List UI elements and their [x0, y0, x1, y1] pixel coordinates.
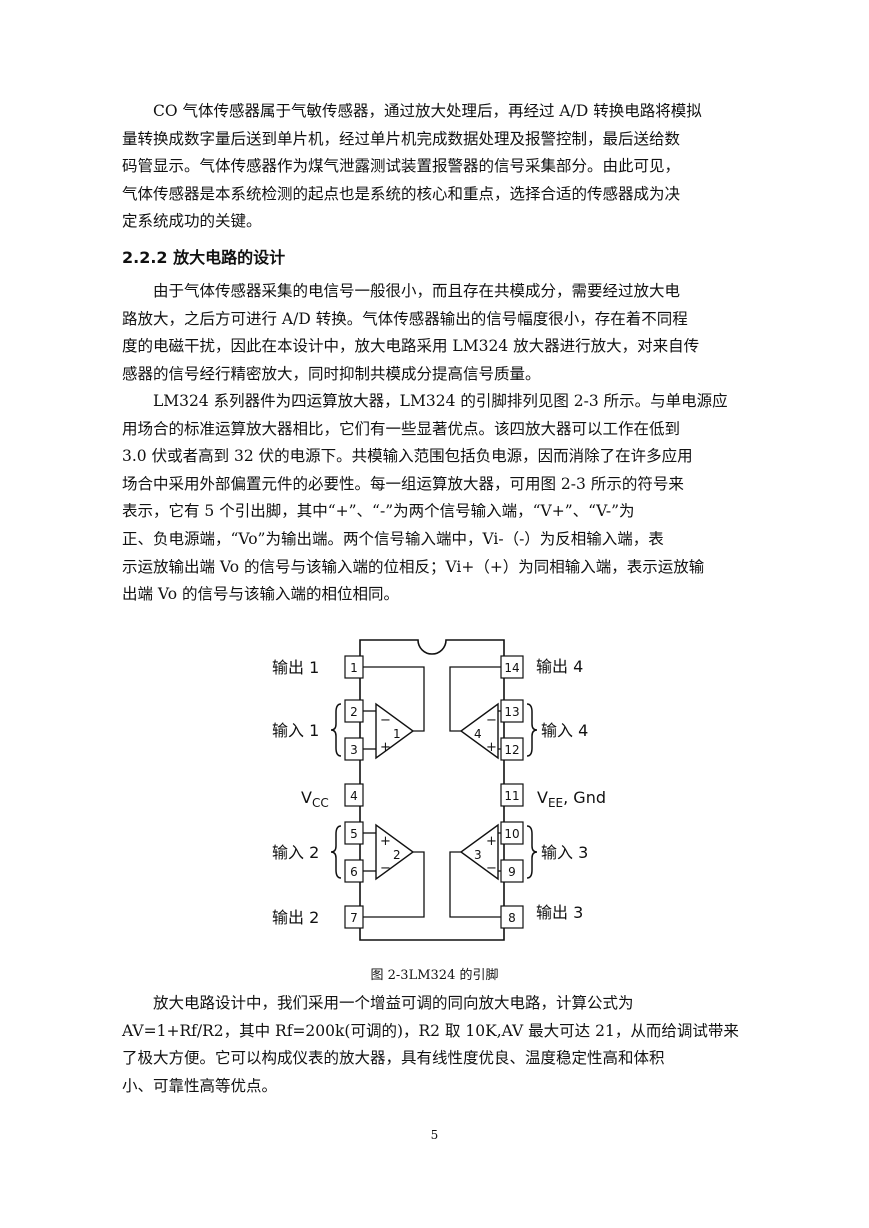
- paragraph-intro: CO 气体传感器属于气敏传感器，通过放大处理后，再经过 A/D 转换电路将模拟 …: [122, 98, 752, 236]
- left-brace-input-2: [330, 825, 342, 879]
- minus-sign: −: [380, 861, 391, 876]
- minus-sign: −: [486, 713, 497, 728]
- plus-sign: +: [380, 834, 391, 849]
- pin-number: 4: [350, 789, 358, 803]
- paragraph-gain-formula: 放大电路设计中，我们采用一个增益可调的同向放大电路，计算公式为 AV=1+Rf/…: [122, 990, 752, 1100]
- label-vee-gnd: VEE, Gnd: [537, 788, 606, 810]
- op-amp-1: [375, 702, 415, 760]
- plus-sign: +: [380, 740, 391, 755]
- pin-number: 12: [504, 743, 519, 757]
- pin-number: 8: [508, 911, 516, 925]
- text-line: 表示，它有 5 个引出脚，其中“+”、“-”为两个信号输入端，“V+”、“V-”…: [122, 502, 635, 521]
- label-vcc: VCC: [301, 788, 329, 810]
- text-line: 出端 Vo 的信号与该输入端的相位相同。: [122, 585, 399, 604]
- op-amp-3: [459, 823, 499, 881]
- text-line: 小、可靠性高等优点。: [122, 1076, 278, 1095]
- left-brace-input-1: [330, 703, 342, 757]
- figure-caption: 图 2-3LM324 的引脚: [370, 968, 499, 983]
- ic-body: [359, 639, 505, 941]
- minus-sign: −: [486, 861, 497, 876]
- pin-number: 13: [504, 705, 519, 719]
- left-pins: [344, 655, 364, 929]
- right-brace-input-4: [526, 703, 538, 757]
- paragraph-amplifier-design: 由于气体传感器采集的电信号一般很小，而且存在共模成分，需要经过放大电 路放大，之…: [122, 278, 752, 388]
- label-input-3: 输入 3: [541, 843, 588, 862]
- text-line: 了极大方便。它可以构成仪表的放大器，具有线性度优良、温度稳定性高和体积: [122, 1049, 665, 1068]
- plus-sign: +: [486, 740, 497, 755]
- pin-number: 11: [504, 789, 519, 803]
- text-line: 路放大，之后方可进行 A/D 转换。气体传感器输出的信号幅度很小，存在着不同程: [122, 309, 688, 328]
- op-amp-2: [375, 823, 415, 881]
- pin-number: 9: [508, 865, 516, 879]
- text-line: 由于气体传感器采集的电信号一般很小，而且存在共模成分，需要经过放大电: [122, 282, 681, 300]
- label-input-1: 输入 1: [272, 721, 319, 740]
- pin-number: 2: [350, 705, 358, 719]
- text-line: 放大电路设计中，我们采用一个增益可调的同向放大电路，计算公式为: [122, 994, 634, 1012]
- pin-number: 1: [350, 661, 358, 675]
- text-line: 感器的信号经行精密放大，同时抑制共模成分提高信号质量。: [122, 364, 541, 383]
- pin-number: 7: [350, 911, 358, 925]
- op-amp-4: [459, 702, 499, 760]
- op-amp-wiring: [363, 666, 501, 918]
- text-line: 场合中采用外部偏置元件的必要性。每一组运算放大器，可用图 2-3 所示的符号来: [122, 474, 684, 493]
- text-line: CO 气体传感器属于气敏传感器，通过放大处理后，再经过 A/D 转换电路将模拟: [122, 102, 702, 120]
- text-line: 用场合的标准运算放大器相比，它们有一些显著优点。该四放大器可以工作在低到: [122, 419, 681, 438]
- text-line: 示运放输出端 Vo 的信号与该输入端的位相反；Vi+（+）为同相输入端，表示运放…: [122, 557, 705, 576]
- op-amp-number: 1: [393, 727, 401, 741]
- text-line: AV=1+Rf/R2，其中 Rf=200k(可调的)，R2 取 10K,AV 最…: [122, 1021, 739, 1040]
- section-heading: 2.2.2 放大电路的设计: [122, 248, 286, 267]
- label-output-1: 输出 1: [272, 658, 319, 677]
- plus-sign: +: [486, 834, 497, 849]
- page-number: 5: [430, 1128, 439, 1142]
- lm324-pinout-diagram: 1 2 3 4 5 6 7 14 13 12 11 10 9 8: [268, 620, 623, 960]
- label-input-2: 输入 2: [272, 843, 319, 862]
- text-line: 度的电磁干扰，因此在本设计中，放大电路采用 LM324 放大器进行放大，对来自传: [122, 337, 700, 356]
- lm324-pinout-figure: 1 2 3 4 5 6 7 14 13 12 11 10 9 8: [268, 620, 623, 960]
- label-input-4: 输入 4: [541, 721, 588, 740]
- paragraph-lm324-description: LM324 系列器件为四运算放大器，LM324 的引脚排列见图 2-3 所示。与…: [122, 388, 752, 609]
- text-line: 气体传感器是本系统检测的起点也是系统的核心和重点，选择合适的传感器成为决: [122, 184, 681, 203]
- minus-sign: −: [380, 713, 391, 728]
- right-brace-input-3: [526, 825, 538, 879]
- pin-group-braces: [330, 703, 538, 879]
- op-amp-symbols: [375, 702, 499, 881]
- text-line: LM324 系列器件为四运算放大器，LM324 的引脚排列见图 2-3 所示。与…: [122, 392, 728, 410]
- text-line: 3.0 伏或者高到 32 伏的电源下。共模输入范围包括负电源，因而消除了在许多应…: [122, 447, 693, 466]
- op-amp-number: 3: [474, 848, 482, 862]
- pin-number: 10: [504, 827, 519, 841]
- text-line: 定系统成功的关键。: [122, 212, 262, 231]
- pin-number: 14: [504, 661, 519, 675]
- label-output-4: 输出 4: [536, 657, 583, 676]
- pin-number: 6: [350, 865, 358, 879]
- op-amp-number: 2: [393, 848, 401, 862]
- pin-number: 5: [350, 827, 358, 841]
- text-line: 正、负电源端，“Vo”为输出端。两个信号输入端中，Vi-（-）为反相输入端，表: [122, 529, 664, 548]
- label-output-2: 输出 2: [272, 908, 319, 927]
- text-line: 量转换成数字量后送到单片机，经过单片机完成数据处理及报警控制，最后送给数: [122, 129, 681, 148]
- op-amp-number: 4: [474, 727, 482, 741]
- label-output-3: 输出 3: [536, 903, 583, 922]
- pin-number: 3: [350, 743, 358, 757]
- text-line: 码管显示。气体传感器作为煤气泄露测试装置报警器的信号采集部分。由此可见，: [122, 157, 681, 176]
